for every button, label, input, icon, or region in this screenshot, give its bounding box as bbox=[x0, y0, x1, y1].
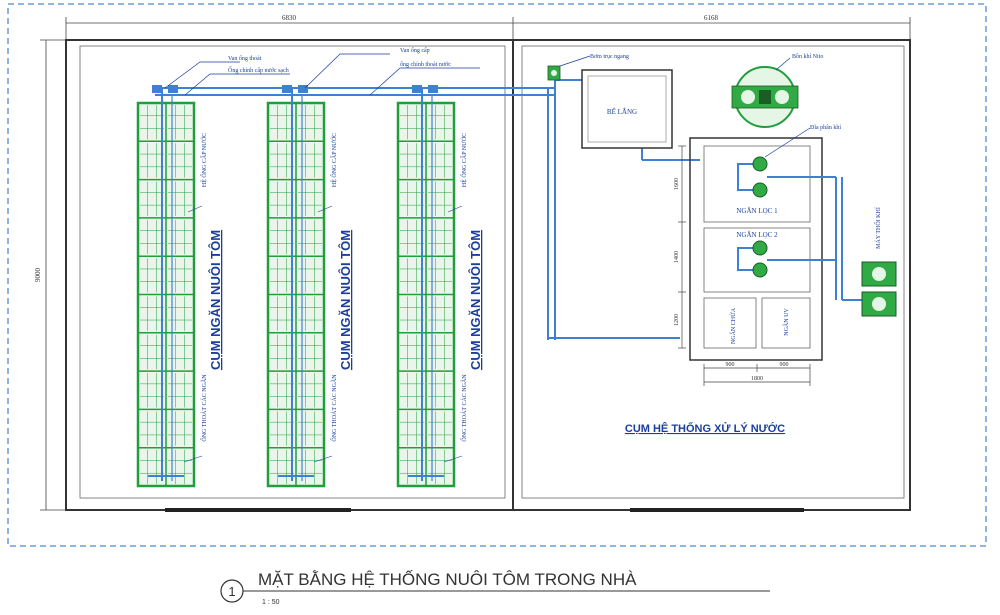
dim-right-width: 6168 bbox=[704, 14, 719, 22]
label-may-thoi-khi: MÁY THỔI KHÍ bbox=[874, 207, 882, 249]
label-van-ong-cap: Van ống cấp bbox=[400, 47, 430, 54]
blower-icon bbox=[861, 261, 897, 317]
air-diffuser-set-2 bbox=[737, 240, 836, 278]
filter-block bbox=[689, 137, 823, 361]
footer-number: 1 bbox=[228, 584, 235, 599]
dim-bottom-left: 900 bbox=[726, 362, 735, 368]
dim-filter2-height: 1400 bbox=[674, 251, 680, 263]
tank-group-1-title: CỤM NGĂN NUÔI TÔM bbox=[208, 230, 223, 370]
dim-bottom-right: 900 bbox=[780, 362, 789, 368]
label-dia-phan-khi: Đĩa phân khí bbox=[810, 125, 841, 131]
pump-icon bbox=[547, 65, 561, 81]
label-be-lang: BỂ LẮNG bbox=[607, 108, 637, 116]
label-ngan-loc-1: NGĂN LỌC 1 bbox=[736, 207, 778, 215]
tank-group-1-drain-label: ỐNG THOÁT CÁC NGĂN bbox=[200, 374, 208, 442]
footer-title: MẶT BẰNG HỆ THỐNG NUÔI TÔM TRONG NHÀ bbox=[258, 569, 637, 589]
tank-group-3-drain-label: ỐNG THOÁT CÁC NGĂN bbox=[460, 374, 468, 442]
top-dimension-lines bbox=[40, 17, 911, 511]
label-ngan-uv: NGĂN UV bbox=[782, 308, 790, 336]
label-ong-chinh-cap: Ống chính cấp nước sạch bbox=[228, 66, 289, 74]
tank-group-3-supply-label: HỆ ỐNG CẤP NƯỚC bbox=[460, 133, 468, 187]
dim-bottom-total: 1800 bbox=[751, 376, 763, 382]
filter-dimension-lines bbox=[678, 145, 811, 386]
door-right bbox=[630, 508, 804, 512]
nitrogen-tank-icon bbox=[731, 66, 799, 128]
tank-group-3 bbox=[396, 85, 456, 488]
tank-groups: CỤM NGĂN NUÔI TÔM HỆ ỐNG CẤP NƯỚC ỐNG THOÁ… bbox=[136, 85, 483, 488]
tank-group-1 bbox=[136, 85, 196, 488]
dim-left-width: 6830 bbox=[282, 14, 297, 22]
door-left bbox=[165, 508, 351, 512]
air-diffuser-set-1 bbox=[737, 156, 836, 198]
tank-group-2 bbox=[266, 85, 326, 488]
label-ong-chinh-thoat: ống chính thoát nước bbox=[400, 61, 451, 68]
dim-total-height: 9000 bbox=[34, 268, 42, 283]
tank-group-2-supply-label: HỆ ỐNG CẤP NƯỚC bbox=[330, 133, 338, 187]
label-bom-truc-ngang: Bơm trục ngang bbox=[590, 54, 629, 60]
tank-group-2-title: CỤM NGĂN NUÔI TÔM bbox=[338, 230, 353, 370]
dim-filter1-height: 1600 bbox=[674, 178, 680, 190]
water-treatment-title: CỤM HỆ THỐNG XỬ LÝ NƯỚC bbox=[625, 421, 785, 435]
settling-tank bbox=[581, 69, 673, 149]
tank-group-1-supply-label: HỆ ỐNG CẤP NƯỚC bbox=[200, 133, 208, 187]
label-ngan-chua: NGĂN CHỨA bbox=[729, 307, 737, 344]
building-walls bbox=[65, 39, 911, 511]
tank-group-3-title: CỤM NGĂN NUÔI TÔM bbox=[468, 230, 483, 370]
dim-bottom-height: 1200 bbox=[674, 314, 680, 326]
footer-scale: 1 : 50 bbox=[262, 599, 280, 606]
label-ngan-loc-2: NGĂN LỌC 2 bbox=[736, 231, 778, 239]
label-bon-khi-nito: Bồn khí Nito bbox=[792, 53, 823, 60]
tank-group-2-drain-label: ỐNG THOÁT CÁC NGĂN bbox=[330, 374, 338, 442]
label-van-ong-thoat: Van ống thoát bbox=[228, 55, 262, 62]
